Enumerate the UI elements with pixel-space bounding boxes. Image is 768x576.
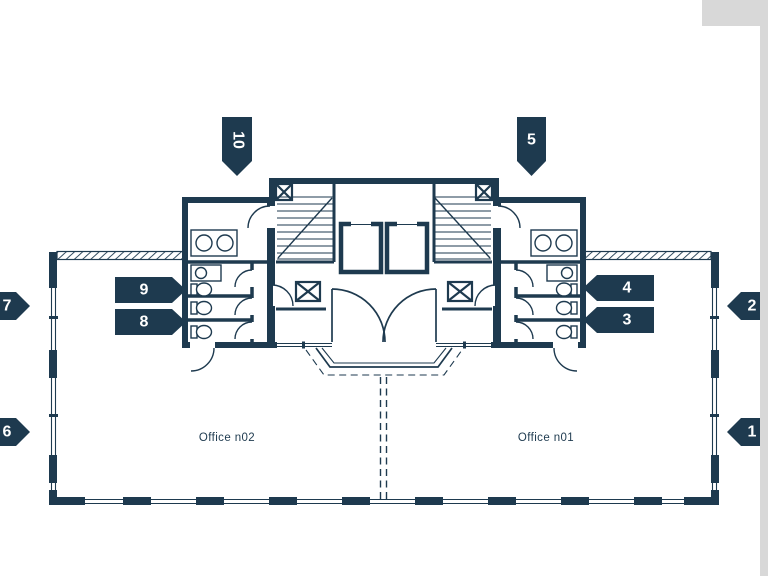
- entrance-doors-icon: [331, 288, 437, 343]
- door-swing-icon: [234, 269, 253, 288]
- basin-counter-icon: [190, 229, 238, 257]
- marker-number: 7: [3, 298, 12, 315]
- marker-arrow: [727, 418, 763, 446]
- page-edge-right: [760, 0, 768, 576]
- toilet-icon: [555, 324, 578, 340]
- entrance-canopy: [305, 347, 463, 376]
- marker-number: 4: [623, 280, 632, 297]
- shaft-x-icon: [446, 280, 474, 303]
- marker-arrow: [222, 117, 252, 176]
- office-label-left: Office n02: [199, 432, 255, 444]
- marker-number: 5: [527, 132, 536, 149]
- marker-7[interactable]: 7: [0, 292, 30, 320]
- marker-number: 2: [748, 298, 757, 315]
- sink-icon: [190, 264, 222, 282]
- sink-icon: [546, 264, 578, 282]
- toilet-icon: [555, 300, 578, 316]
- main-entrance: [305, 288, 463, 376]
- toilet-icon: [555, 282, 578, 297]
- marker-number: 10: [230, 131, 247, 149]
- marker-number: 9: [140, 282, 149, 299]
- office-label-right: Office n01: [518, 432, 574, 444]
- sunshade-wall-left: [56, 250, 184, 261]
- door-swing-icon: [234, 297, 253, 316]
- marker-2[interactable]: 2: [727, 292, 763, 320]
- marker-4[interactable]: 4: [583, 275, 654, 301]
- marker-arrow: [583, 307, 654, 333]
- marker-10[interactable]: 10: [222, 117, 252, 176]
- marker-5[interactable]: 5: [517, 117, 546, 176]
- marker-6[interactable]: 6: [0, 418, 30, 446]
- door-swing-icon: [190, 347, 215, 372]
- door-swing-icon: [515, 321, 534, 340]
- marker-arrow: [115, 309, 186, 335]
- office-divider: [379, 377, 388, 499]
- elevator-icon: [384, 221, 430, 275]
- marker-8[interactable]: 8: [115, 309, 186, 335]
- marker-number: 6: [3, 424, 12, 441]
- marker-arrow: [0, 418, 30, 446]
- elevator-icon: [338, 221, 384, 275]
- basin-counter-icon: [530, 229, 578, 257]
- door-swing-icon: [234, 321, 253, 340]
- door-swing-icon: [515, 269, 534, 288]
- door-swing-icon: [553, 347, 578, 372]
- marker-number: 1: [748, 424, 757, 441]
- door-swing-icon: [497, 205, 521, 229]
- door-swing-icon: [515, 297, 534, 316]
- door-swing-icon: [247, 205, 271, 229]
- marker-3[interactable]: 3: [583, 307, 654, 333]
- marker-arrow: [727, 292, 763, 320]
- shaft-x-icon: [294, 280, 322, 303]
- marker-9[interactable]: 9: [115, 277, 186, 303]
- toilet-icon: [190, 300, 213, 316]
- marker-arrow: [517, 117, 546, 176]
- marker-number: 8: [140, 314, 149, 331]
- toilet-icon: [190, 282, 213, 297]
- door-swing-icon: [474, 284, 497, 307]
- toilet-icon: [190, 324, 213, 340]
- restroom-block-left: [182, 197, 276, 372]
- staircase-left: [276, 184, 336, 264]
- marker-arrow: [0, 292, 30, 320]
- marker-arrow: [115, 277, 186, 303]
- page-edge-top-right: [702, 0, 768, 26]
- door-swing-icon: [271, 284, 294, 307]
- marker-1[interactable]: 1: [727, 418, 763, 446]
- staircase-right: [432, 184, 492, 264]
- restroom-block-right: [492, 197, 586, 372]
- marker-arrow: [583, 275, 654, 301]
- marker-number: 3: [623, 312, 632, 329]
- sunshade-wall-right: [584, 250, 712, 261]
- exterior-window-wall-bottom: [49, 497, 719, 505]
